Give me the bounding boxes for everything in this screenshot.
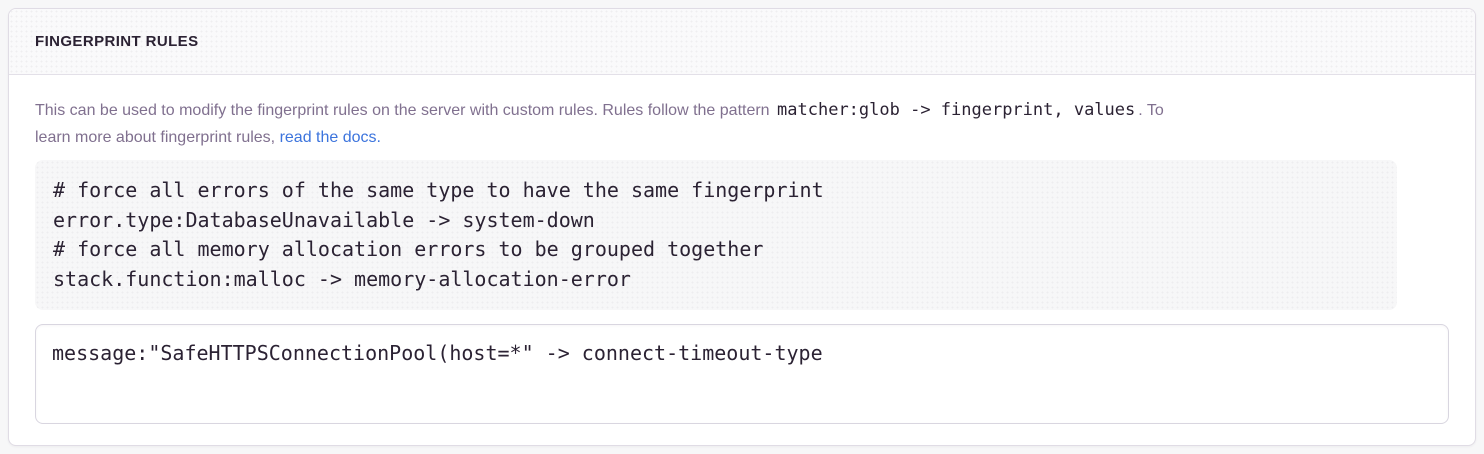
fingerprint-rules-textarea[interactable]: message:"SafeHTTPSConnectionPool(host=*"…	[35, 324, 1449, 424]
pattern-inline-code: matcher:glob -> fingerprint, values	[777, 100, 1136, 120]
panel-body: This can be used to modify the fingerpri…	[9, 75, 1475, 445]
description-text-after-code: . To	[1138, 102, 1164, 119]
fingerprint-rules-panel: FINGERPRINT RULES This can be used to mo…	[8, 8, 1476, 446]
description-text-before-code: This can be used to modify the fingerpri…	[35, 102, 770, 119]
read-the-docs-link[interactable]: read the docs.	[279, 129, 381, 146]
panel-title: FINGERPRINT RULES	[35, 33, 199, 50]
description: This can be used to modify the fingerpri…	[35, 97, 1449, 151]
description-text-line2: learn more about fingerprint rules,	[35, 129, 276, 146]
panel-header: FINGERPRINT RULES	[9, 9, 1475, 75]
example-code-block: # force all errors of the same type to h…	[35, 160, 1397, 310]
